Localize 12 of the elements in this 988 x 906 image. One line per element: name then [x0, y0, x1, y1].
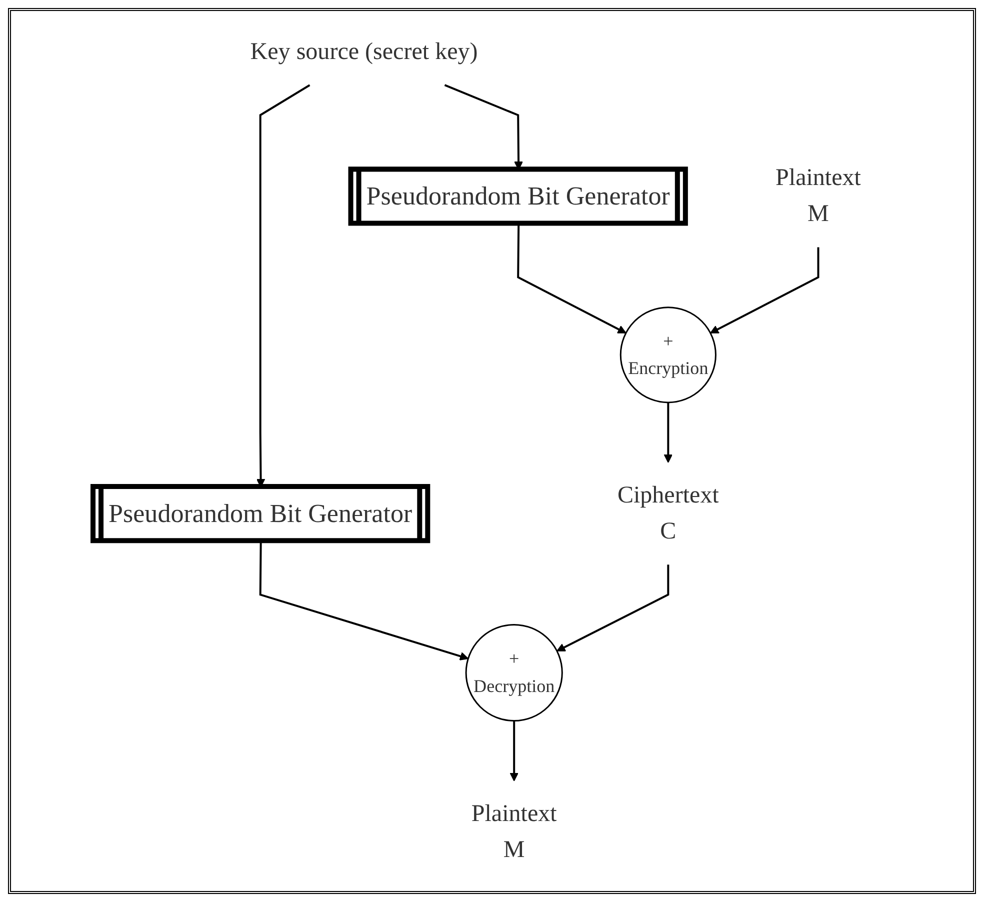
arrow	[510, 720, 518, 782]
node-circle: + Encryption	[620, 306, 716, 404]
arrow	[664, 402, 673, 463]
arrow	[517, 224, 626, 334]
node-text: Key source (secret key)	[250, 39, 478, 66]
arrow	[710, 247, 820, 334]
arrow	[556, 564, 670, 652]
arrow	[259, 541, 469, 660]
node-circle: + Decryption	[465, 624, 563, 722]
node-text: Ciphertext C	[617, 482, 719, 545]
node-text: Plaintext M	[776, 165, 861, 228]
node-text: Plaintext M	[471, 800, 557, 863]
